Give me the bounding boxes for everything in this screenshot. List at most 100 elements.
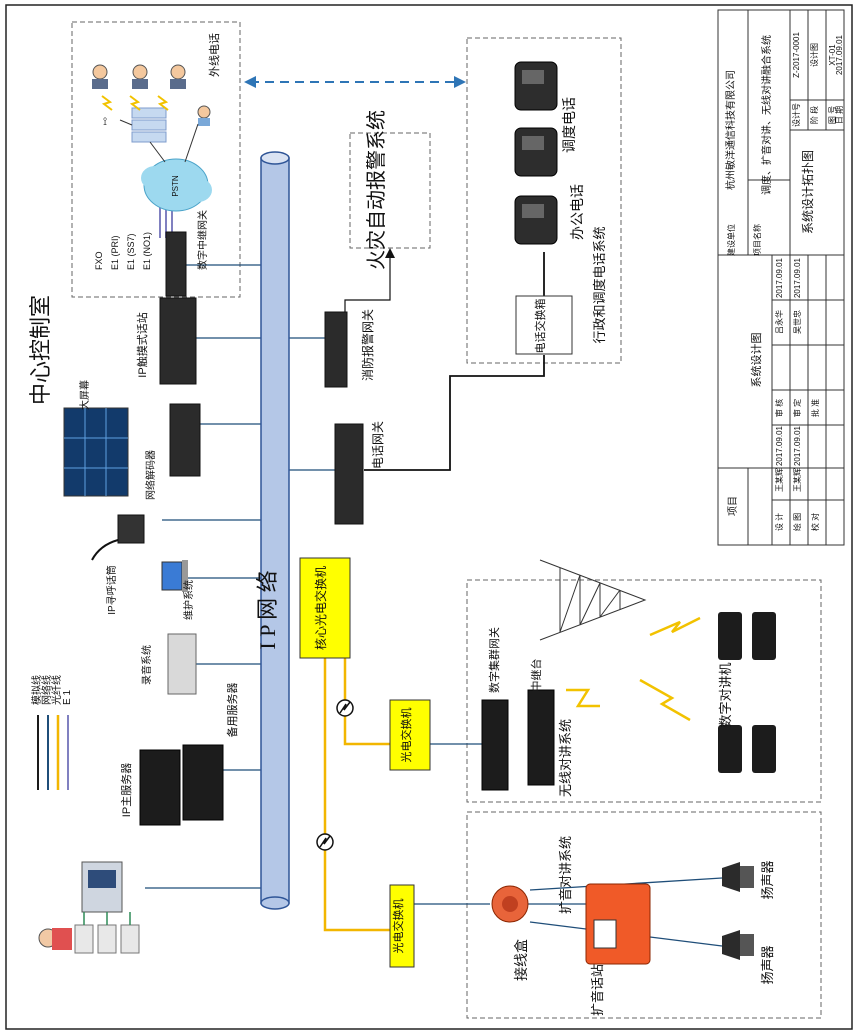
speaker-icon: [722, 862, 754, 960]
legend-e1: E 1: [62, 690, 73, 705]
draw-person: 王某辉: [793, 468, 802, 492]
network-decoder-label: 网络解码器: [144, 450, 157, 500]
pa-box: [466, 811, 822, 1019]
pa-system-label: 扩音对讲系统: [558, 836, 573, 914]
microphone-icon: [91, 514, 145, 561]
ip-touch-console-device: [159, 297, 197, 385]
project-label: 项目名称: [752, 224, 762, 256]
phone-icon: [514, 127, 558, 177]
fire-gateway-device: [324, 311, 348, 388]
design-no: Z-2017-0001: [792, 32, 801, 78]
recording-system-label: 录音系统: [140, 645, 153, 685]
approve-person: 吴世忠: [792, 310, 802, 334]
fiber-link-icon: [316, 833, 334, 851]
dispatch-console-icon: [38, 861, 140, 954]
drawing-no: XT-01: [828, 44, 837, 66]
legend-analog: 模拟线: [30, 675, 43, 705]
phone-icon: [514, 195, 558, 245]
external-phone-box: [71, 21, 241, 298]
network-decoder-device: [169, 403, 201, 477]
optical-switch-1: [389, 699, 431, 771]
optical-switch-2-label: 光电交换机: [391, 899, 405, 954]
core-switch: [299, 557, 351, 659]
item-name: 系统设计图: [750, 333, 763, 388]
backup-server-label: 备用服务器: [225, 683, 239, 738]
trunk-type-2: E1 (PRI): [110, 235, 120, 270]
ip-main-server-device: [139, 749, 181, 826]
date: 2017.09.01: [835, 34, 844, 75]
office-phone-label: 办公电话: [569, 184, 585, 240]
review-date: 2017.09.01: [775, 257, 784, 298]
optical-switch-2: [389, 884, 415, 968]
design-no-label: 设计号: [791, 103, 801, 127]
pa-station-label: 扩音话站: [590, 964, 605, 1016]
arrow-left-icon: [244, 76, 256, 88]
radio-tower-icon: [539, 559, 647, 641]
walkie-talkie-icon: [718, 612, 776, 773]
pbx-label: 电话交换箱: [533, 299, 547, 354]
legend: 模拟线 网络线 光纤线 E 1: [30, 675, 73, 790]
big-screen-label: 大屏幕: [78, 380, 91, 410]
pbx-box: [515, 295, 573, 355]
speaker-1-label: 扬声器: [760, 860, 775, 899]
trunk-type-3: E1 (SS7): [126, 233, 136, 270]
ip-mic-label: IP寻呼话筒: [105, 565, 118, 614]
project-name: 调度、扩音对讲、无线对讲融合系统: [760, 35, 773, 195]
wireless-system-label: 无线对讲系统: [558, 719, 573, 797]
design-person: 王某辉: [775, 468, 784, 492]
check-label: 校 对: [810, 513, 820, 531]
lightning-icon: [566, 616, 701, 722]
pstn-label: PSTN: [171, 175, 180, 197]
company-name: 杭州敏洋通信科技有限公司: [724, 70, 737, 190]
digital-cluster-gateway-label: 数字集群网关: [487, 627, 501, 693]
recording-system-device: [167, 633, 197, 695]
trunk-gateway-device: [165, 231, 187, 297]
arrow-right-icon: [454, 76, 466, 88]
laptop-icon: [161, 560, 188, 592]
design-label: 设 计: [774, 513, 784, 531]
ip-touch-console-label: IP触摸式话站: [135, 312, 149, 377]
fire-alarm-box: [349, 132, 431, 249]
digital-walkie-label: 数字对讲机: [718, 662, 733, 727]
relay-station-device: [527, 689, 555, 786]
admin-phone-system-label: 行政和调度电话系统: [592, 226, 607, 343]
review-person: 吕永华: [774, 310, 784, 334]
phone-icon: [514, 61, 558, 111]
fiber-link-icon: [336, 699, 354, 717]
junction-box-label: 接线盒: [513, 939, 529, 981]
legend-network: 网络线: [40, 675, 53, 705]
trunk-type-4: E1 (NO1): [142, 232, 152, 270]
review-label: 审 核: [774, 399, 784, 417]
phone-gateway-label: 电话网关: [371, 421, 385, 469]
external-phone-label: 外线电话: [207, 33, 221, 77]
item-label: 项目: [727, 496, 739, 516]
design-date: 2017.09.01: [775, 425, 784, 466]
antenna-icon: ⟟: [103, 116, 107, 128]
speaker-2-label: 扬声器: [760, 945, 775, 984]
phone-gateway-device: [334, 423, 364, 525]
ip-network-cylinder: [260, 151, 290, 910]
ratify-label: 批 准: [810, 399, 820, 417]
stage: 设计图: [809, 43, 819, 67]
backup-server-device: [182, 744, 224, 821]
fire-gateway-label: 消防报警网关: [360, 309, 375, 381]
drawing-no-label: 图 号: [828, 106, 837, 124]
optical-switch-1-label: 光电交换机: [399, 708, 413, 763]
wireless-box: [466, 579, 822, 803]
trunk-type-1: FXO: [94, 251, 104, 270]
relay-station-label: 中继台: [529, 659, 543, 692]
pstn-cloud-icon: [141, 158, 212, 212]
approve-label: 审 定: [792, 399, 802, 417]
approve-date: 2017.09.01: [793, 257, 802, 298]
person-phone-icon: [92, 64, 211, 126]
draw-date: 2017.09.01: [793, 425, 802, 466]
date-label: 日 期: [835, 106, 844, 124]
digital-cluster-gateway-device: [481, 699, 509, 791]
page-frame: [5, 4, 853, 1030]
server-stack-icon: [131, 107, 167, 143]
junction-box-icon: [491, 885, 529, 923]
stage-label: 阶 段: [809, 106, 819, 124]
drawing-name: 系统设计拓扑图: [801, 150, 815, 234]
